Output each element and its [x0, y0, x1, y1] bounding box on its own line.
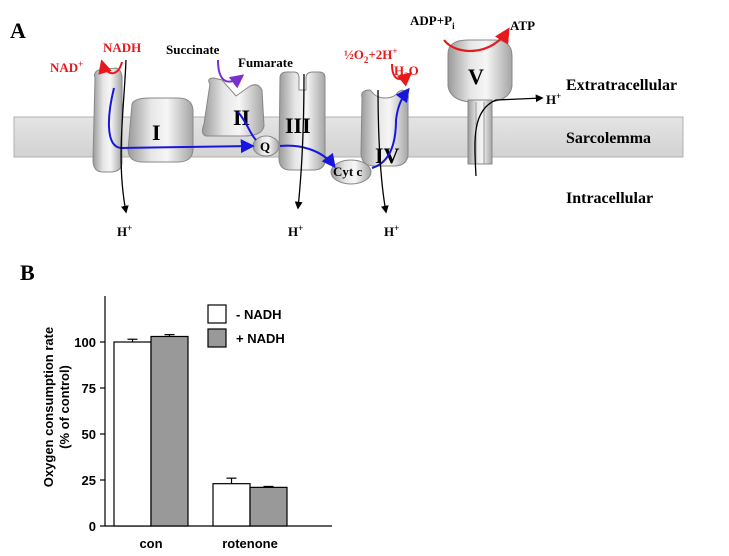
adp-label: ADP+Pi [410, 13, 455, 31]
q-label: Q [260, 139, 270, 154]
intracellular-label: Intracellular [566, 190, 653, 207]
category-label-con: con [139, 536, 162, 551]
legend-swatch [207, 328, 227, 348]
y-tick-label: 50 [82, 427, 96, 442]
extracellular-label: Extratracellular [566, 77, 677, 94]
cytc-label: Cyt c [333, 164, 362, 179]
legend-label: - NADH [236, 307, 282, 322]
y-tick-label: 0 [89, 519, 96, 534]
proton-label-complex-iii: H+ [288, 223, 303, 239]
proton-label-complex-v: H+ [546, 91, 561, 107]
y-tick-label: 75 [82, 381, 96, 396]
sarcolemma-membrane [13, 116, 684, 158]
complex-i-label: I [152, 120, 161, 145]
nad-label: NAD+ [50, 59, 83, 75]
atp-label: ATP [510, 18, 535, 33]
panel-a-label: A [10, 18, 26, 43]
panel-b-label: B [20, 260, 35, 285]
nadh-label: NADH [103, 40, 141, 55]
complex-v-label: V [468, 64, 484, 89]
y-axis-unit-label: (% of control) [57, 365, 72, 449]
complex-v-f1-head [447, 39, 513, 103]
complex-ii [201, 77, 265, 137]
electron-path-complex-i [107, 87, 255, 154]
proton-arrow-complex-v [474, 94, 544, 177]
complex-i-body [127, 97, 194, 163]
bar-rotenone-plus-nadh [249, 486, 288, 527]
bar-rotenone-minus-nadh [212, 483, 251, 527]
water-label: H2O [394, 63, 419, 81]
proton-label-complex-iv: H+ [384, 223, 399, 239]
panel-a: A I II III IV V Q Cyt c [10, 13, 684, 239]
bar-con-plus-nadh [150, 335, 189, 527]
atp-synthesis-arrow [443, 27, 510, 52]
electron-path-to-oxygen [371, 87, 410, 169]
oxygen-consumption-chart: 0 25 50 75 100 Oxygen consumption rate(% of c… [41, 296, 332, 551]
succinate-label: Succinate [166, 42, 220, 57]
y-tick-label: 25 [82, 473, 96, 488]
oxygen-label: ½O2+2H+ [344, 46, 398, 65]
sarcolemma-label: Sarcolemma [566, 130, 651, 147]
legend-label: + NADH [236, 331, 285, 346]
complex-v-stalk [467, 99, 493, 165]
cytochrome-c-carrier [330, 159, 372, 185]
proton-arrow-complex-iv [377, 89, 389, 214]
proton-label-complex-i: H+ [117, 223, 132, 239]
succinate-arrow [217, 59, 245, 89]
category-label-rotenone: rotenone [222, 536, 278, 551]
fumarate-label: Fumarate [238, 55, 293, 70]
oxygen-to-water-arrow [391, 63, 413, 87]
nadh-oxidation-arrow [98, 59, 123, 75]
complex-i-arm [92, 67, 123, 173]
legend-swatch [207, 304, 227, 324]
complex-iii-label: III [285, 113, 311, 138]
panel-b: B 0 25 50 75 100 Oxygen consumption rate(% of… [20, 260, 332, 551]
electron-path-complex-ii [237, 111, 257, 141]
proton-arrow-complex-i [120, 59, 129, 214]
y-axis-label: Oxygen consumption rate [41, 327, 56, 487]
electron-path-q-to-cytc [279, 144, 336, 169]
proton-arrow-complex-iii [294, 73, 305, 210]
bar-con-minus-nadh [113, 341, 152, 527]
y-tick-label: 100 [74, 335, 96, 350]
